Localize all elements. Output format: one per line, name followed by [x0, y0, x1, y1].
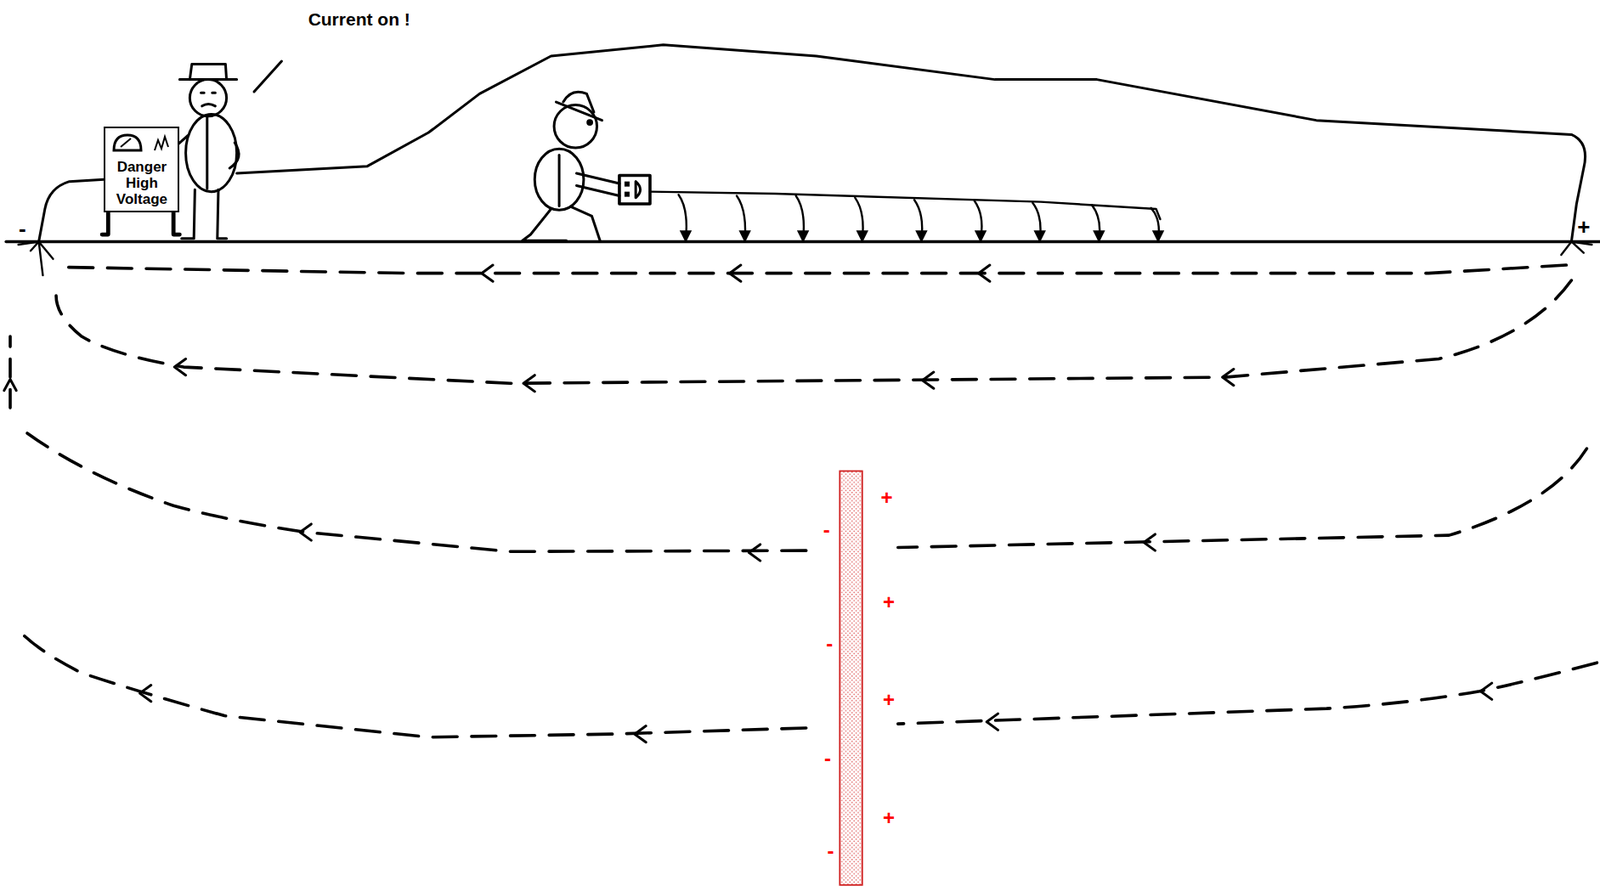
- electrode: [1560, 241, 1592, 255]
- current-cable: [39, 179, 105, 242]
- speech-text: Current on !: [308, 9, 411, 28]
- surveyor-figure: [522, 91, 651, 241]
- polarizable-body: [839, 471, 862, 886]
- electrode-polarity: +: [1577, 215, 1590, 238]
- transmitter-icons: [105, 128, 178, 158]
- signal-icon: [154, 136, 169, 151]
- meter-needle: [120, 138, 131, 147]
- charge-sign: -: [825, 633, 833, 655]
- charge-sign: -: [823, 520, 831, 541]
- speech-leader: [254, 61, 282, 92]
- charge-sign: +: [882, 689, 895, 711]
- receiver-cable: [650, 192, 1160, 220]
- charge-sign: -: [824, 748, 832, 769]
- current-cable: [237, 45, 1586, 243]
- operator-figure: [177, 64, 239, 239]
- electrode: [18, 241, 54, 276]
- transmitter-legs: [101, 212, 180, 235]
- charge-sign: +: [882, 592, 895, 613]
- charge-sign: -: [827, 841, 835, 862]
- electrode-arrowheads: [679, 230, 1165, 243]
- meter-icon: [113, 135, 142, 151]
- charge-sign: +: [882, 808, 895, 829]
- electrode-polarity: -: [18, 217, 27, 240]
- flow-arrowheads: [4, 265, 1493, 743]
- current-flow-lines: [10, 265, 1597, 738]
- transmitter-box: Danger High Voltage: [103, 126, 180, 213]
- warning-text: Danger High Voltage: [105, 158, 178, 208]
- charge-sign: +: [881, 487, 894, 509]
